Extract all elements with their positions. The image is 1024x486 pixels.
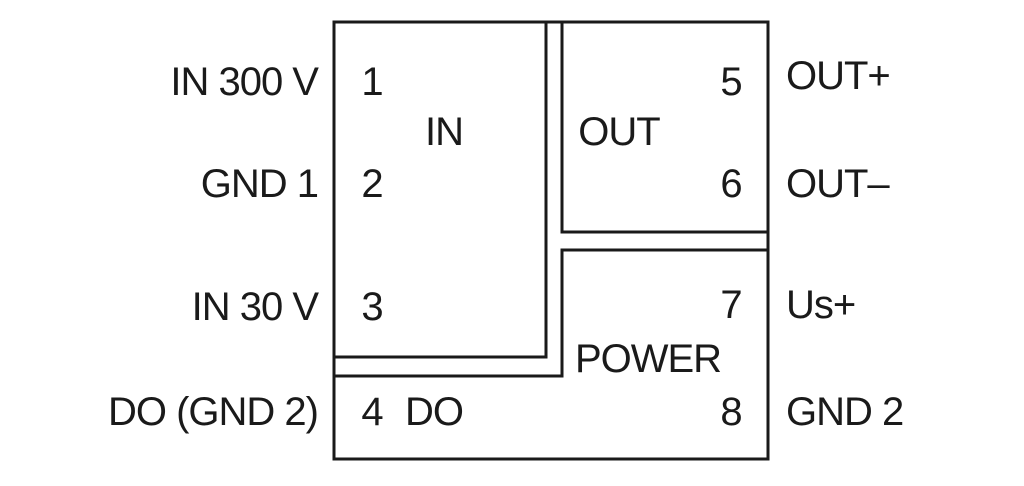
- pin-label-do-gnd-2: DO (GND 2): [108, 390, 318, 434]
- pin-number-7: 7: [720, 283, 741, 327]
- in-block-inner-border: [334, 22, 548, 359]
- pin-number-8: 8: [720, 390, 741, 434]
- pin-label-in-30v: IN 30 V: [192, 285, 320, 329]
- module-outline: [332, 20, 770, 461]
- block-label-out: OUT: [578, 110, 660, 154]
- pin-number-4: 4: [361, 390, 383, 434]
- pin-label-gnd-1: GND 1: [201, 162, 318, 206]
- block-label-in: IN: [425, 110, 463, 154]
- pin-label-out-minus: OUT–: [786, 162, 890, 206]
- in-block-outer-border: [334, 248, 768, 378]
- pin-number-2: 2: [361, 162, 382, 206]
- pin-label-out-plus: OUT+: [786, 54, 890, 98]
- block-label-do: DO: [405, 390, 463, 434]
- pin-number-1: 1: [361, 60, 382, 104]
- pin-number-6: 6: [720, 162, 741, 206]
- pin-label-in-300v: IN 300 V: [170, 60, 319, 104]
- pin-number-5: 5: [720, 60, 741, 104]
- pin-number-3: 3: [361, 285, 382, 329]
- pin-label-us-plus: Us+: [786, 283, 855, 327]
- block-label-power: POWER: [575, 337, 721, 381]
- pin-label-gnd-2: GND 2: [786, 390, 903, 434]
- out-block-border: [560, 22, 768, 234]
